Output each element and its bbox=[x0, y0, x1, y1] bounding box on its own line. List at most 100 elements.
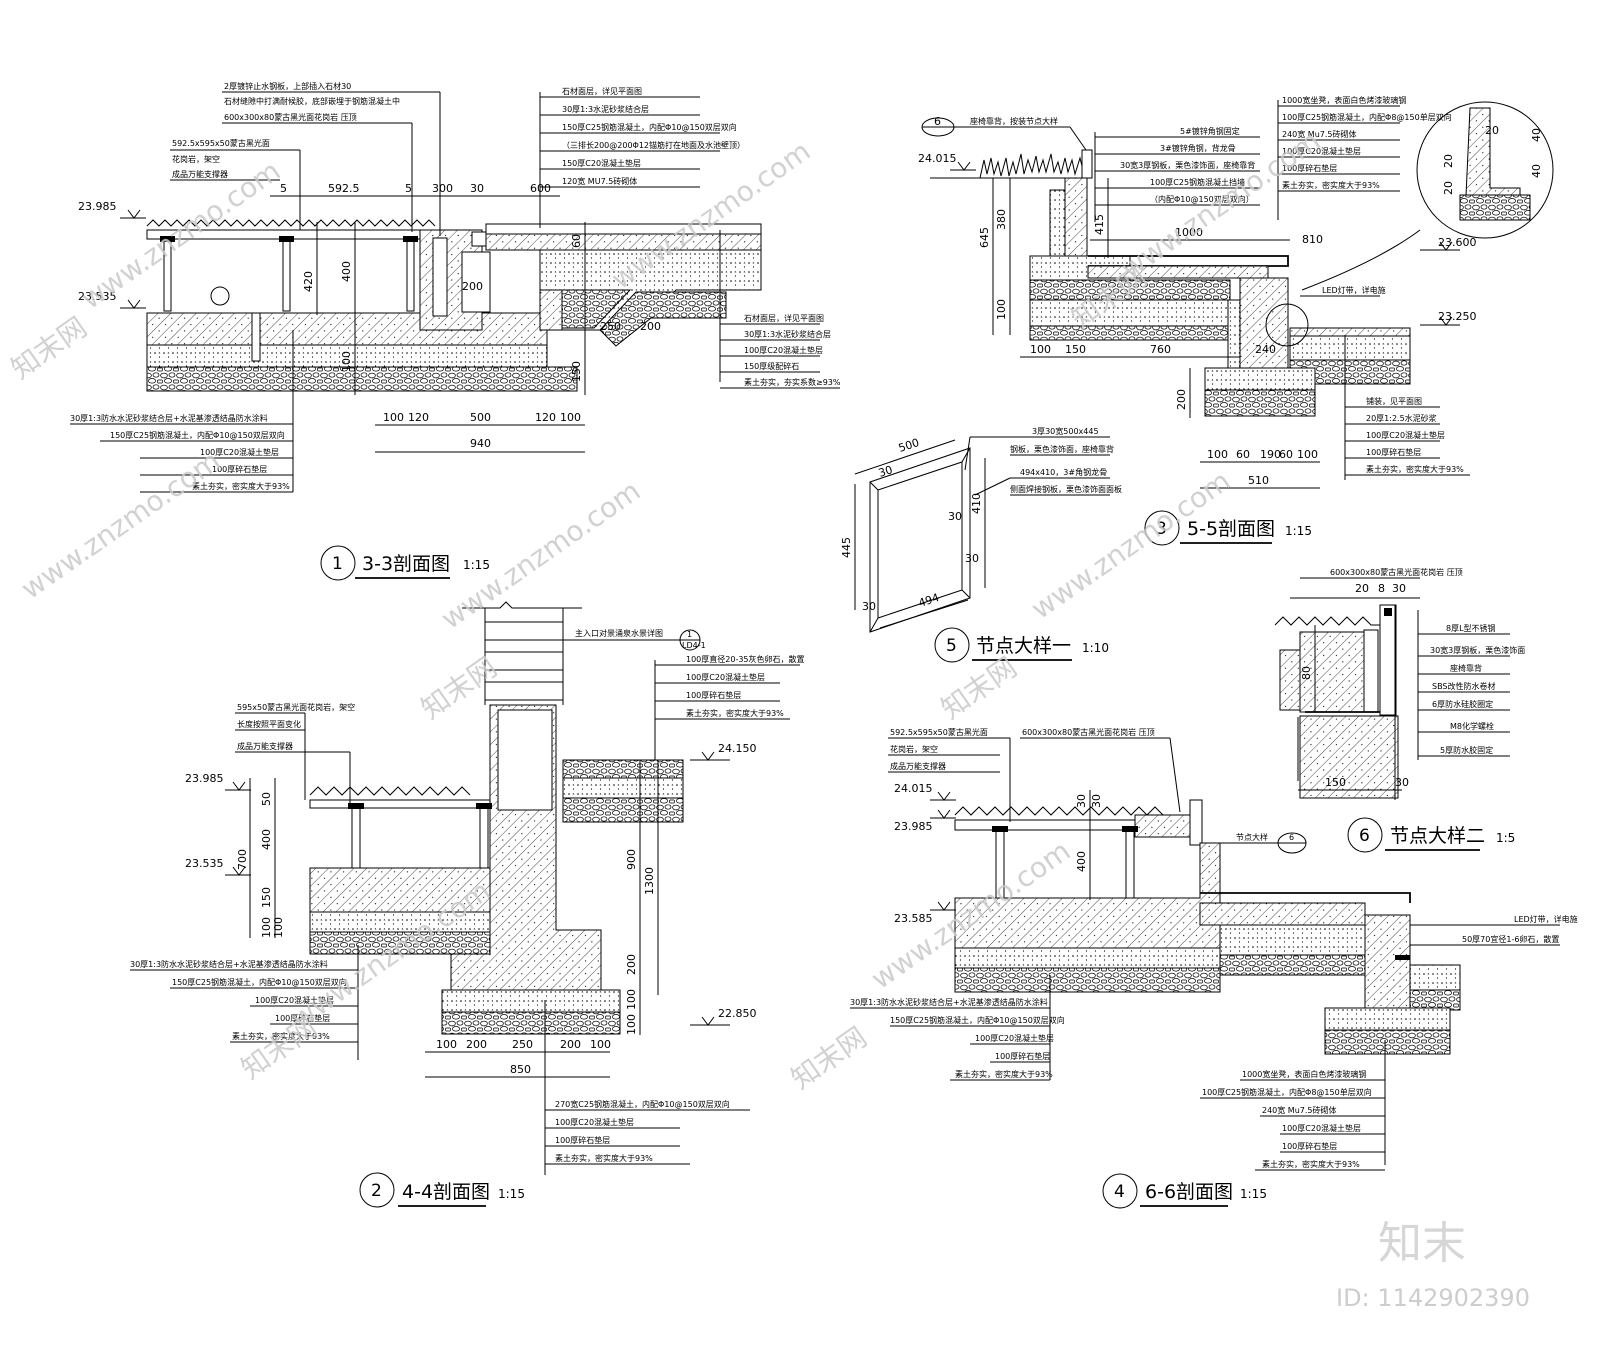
svg-text:2: 2 bbox=[371, 1181, 382, 1201]
svg-text:（内配Φ10@150双层双向）: （内配Φ10@150双层双向） bbox=[1150, 194, 1254, 204]
svg-text:250: 250 bbox=[512, 1038, 533, 1051]
svg-text:（三排长200@200Φ12锚筋打在地面及水池壁顶）: （三排长200@200Φ12锚筋打在地面及水池壁顶） bbox=[562, 140, 745, 150]
svg-text:100: 100 bbox=[625, 989, 638, 1010]
svg-text:1:15: 1:15 bbox=[498, 1187, 525, 1201]
svg-text:素土夯实，密实度大于93%: 素土夯实，密实度大于93% bbox=[1262, 1159, 1360, 1169]
svg-text:150: 150 bbox=[570, 361, 583, 382]
svg-text:5: 5 bbox=[405, 182, 412, 195]
svg-text:1:10: 1:10 bbox=[1082, 641, 1109, 655]
svg-text:240宽 Mu7.5砖砌体: 240宽 Mu7.5砖砌体 bbox=[1262, 1105, 1337, 1115]
section-title-4-4: 2 4-4剖面图 1:15 bbox=[359, 1172, 525, 1208]
svg-text:6-6剖面图: 6-6剖面图 bbox=[1145, 1181, 1233, 1203]
s66-node-ref: 节点大样 6 bbox=[1205, 832, 1307, 854]
svg-text:22.850: 22.850 bbox=[718, 1007, 757, 1020]
svg-text:600x300x80蒙古黑光面花岗岩 压顶: 600x300x80蒙古黑光面花岗岩 压顶 bbox=[1022, 727, 1155, 737]
svg-text:600x300x80蒙古黑光面花岗岩 压顶: 600x300x80蒙古黑光面花岗岩 压顶 bbox=[224, 112, 357, 122]
svg-text:6: 6 bbox=[934, 115, 941, 128]
svg-text:200: 200 bbox=[462, 280, 483, 293]
svg-text:5厚防水胶固定: 5厚防水胶固定 bbox=[1440, 745, 1493, 755]
svg-text:1: 1 bbox=[687, 630, 692, 639]
svg-text:100厚C20混凝土垫层: 100厚C20混凝土垫层 bbox=[255, 995, 334, 1005]
svg-text:300: 300 bbox=[432, 182, 453, 195]
svg-text:100: 100 bbox=[590, 1038, 611, 1051]
svg-text:200: 200 bbox=[466, 1038, 487, 1051]
svg-text:100: 100 bbox=[995, 299, 1008, 320]
svg-text:5: 5 bbox=[280, 182, 287, 195]
svg-text:20厚1:2.5水泥砂浆: 20厚1:2.5水泥砂浆 bbox=[1366, 413, 1437, 423]
watermark-brand-6: 知末网 bbox=[785, 1021, 873, 1096]
svg-text:20: 20 bbox=[1442, 181, 1455, 195]
svg-text:30: 30 bbox=[1392, 582, 1406, 595]
svg-text:100: 100 bbox=[260, 917, 273, 938]
s44-ref: 主入口对景涌泉水景详图 1 LD4-1 bbox=[563, 628, 706, 651]
watermark-brand-1: 知末网 bbox=[5, 311, 93, 386]
svg-text:30: 30 bbox=[470, 182, 484, 195]
svg-text:石材面层，详见平面图: 石材面层，详见平面图 bbox=[562, 86, 642, 96]
svg-text:200: 200 bbox=[560, 1038, 581, 1051]
elev-4-23985: 23.985 bbox=[185, 772, 251, 791]
svg-text:100: 100 bbox=[1207, 448, 1228, 461]
svg-text:100厚C20混凝土垫层: 100厚C20混凝土垫层 bbox=[200, 447, 279, 457]
svg-text:1:15: 1:15 bbox=[463, 558, 490, 572]
svg-text:长度按照平面变化: 长度按照平面变化 bbox=[237, 719, 301, 729]
svg-text:23.600: 23.600 bbox=[1438, 236, 1477, 249]
svg-text:600x300x80蒙古黑光面花岗岩 压顶: 600x300x80蒙古黑光面花岗岩 压顶 bbox=[1330, 567, 1463, 577]
svg-text:1:5: 1:5 bbox=[1496, 831, 1515, 845]
svg-text:595x50蒙古黑光面花岗岩，架空: 595x50蒙古黑光面花岗岩，架空 bbox=[237, 702, 355, 712]
svg-text:23.535: 23.535 bbox=[78, 290, 117, 303]
elev-4-24150: 24.150 bbox=[690, 742, 757, 761]
svg-text:成品万能支撑器: 成品万能支撑器 bbox=[172, 169, 228, 179]
svg-text:100厚C20混凝土垫层: 100厚C20混凝土垫层 bbox=[1282, 146, 1361, 156]
s66-notes-right: 1000宽坐凳，表面白色烤漆玻璃钢 100厚C25钢筋混凝土，内配Φ8@150单… bbox=[1200, 1069, 1385, 1171]
svg-text:5#镀锌角钢固定: 5#镀锌角钢固定 bbox=[1180, 126, 1240, 136]
svg-text:494x410，3#角钢龙骨: 494x410，3#角钢龙骨 bbox=[1020, 467, 1107, 477]
watermark-id: ID: 1142902390 bbox=[1336, 1284, 1530, 1312]
svg-text:100厚C25钢筋混凝土，内配Φ8@150单层双向: 100厚C25钢筋混凝土，内配Φ8@150单层双向 bbox=[1202, 1087, 1372, 1097]
svg-text:250: 250 bbox=[600, 320, 621, 333]
svg-text:150厚C25钢筋混凝土，内配Φ10@150双层双向: 150厚C25钢筋混凝土，内配Φ10@150双层双向 bbox=[890, 1015, 1065, 1025]
svg-text:400: 400 bbox=[1075, 851, 1088, 872]
svg-text:150厚C25钢筋混凝土，内配Φ10@150双层双向: 150厚C25钢筋混凝土，内配Φ10@150双层双向 bbox=[562, 122, 737, 132]
s66-led-note: LED灯带，详电施 50厚70宜径1-6卵石，散置 bbox=[1410, 914, 1578, 946]
svg-text:190: 190 bbox=[1260, 448, 1281, 461]
svg-text:3-3剖面图: 3-3剖面图 bbox=[362, 553, 450, 575]
svg-text:6: 6 bbox=[1359, 826, 1370, 846]
svg-text:100厚C25钢筋混凝土，内配Φ8@150单层双向: 100厚C25钢筋混凝土，内配Φ8@150单层双向 bbox=[1282, 112, 1452, 122]
svg-text:100: 100 bbox=[560, 411, 581, 424]
svg-text:素土夯实，密实度大于93%: 素土夯实，密实度大于93% bbox=[1366, 464, 1464, 474]
svg-text:240宽 Mu7.5砖砌体: 240宽 Mu7.5砖砌体 bbox=[1282, 129, 1357, 139]
svg-text:24.015: 24.015 bbox=[894, 782, 933, 795]
svg-text:60: 60 bbox=[570, 234, 583, 248]
svg-text:120: 120 bbox=[408, 411, 429, 424]
svg-text:100厚C20混凝土垫层: 100厚C20混凝土垫层 bbox=[744, 345, 823, 355]
svg-text:座椅靠背: 座椅靠背 bbox=[1450, 663, 1482, 673]
svg-text:270宽C25钢筋混凝土，内配Φ10@150双层双向: 270宽C25钢筋混凝土，内配Φ10@150双层双向 bbox=[555, 1099, 730, 1109]
svg-text:成品万能支撑器: 成品万能支撑器 bbox=[237, 741, 293, 751]
svg-text:850: 850 bbox=[510, 1063, 531, 1076]
s55-notes-top: 5#镀锌角钢固定 3#镀锌角钢，背龙骨 30宽3厚钢板，栗色漆饰面，座椅靠背 1… bbox=[1095, 126, 1260, 206]
svg-text:30宽3厚钢板，栗色漆饰面，座椅靠背: 30宽3厚钢板，栗色漆饰面，座椅靠背 bbox=[1120, 160, 1255, 170]
svg-text:50厚70宜径1-6卵石，散置: 50厚70宜径1-6卵石，散置 bbox=[1462, 934, 1559, 944]
elev-4-22850: 22.850 bbox=[690, 1007, 757, 1026]
svg-text:500: 500 bbox=[897, 436, 921, 455]
svg-text:100厚直径20-35灰色卵石，散置: 100厚直径20-35灰色卵石，散置 bbox=[686, 654, 805, 664]
s44-notes-left: 595x50蒙古黑光面花岗岩，架空 长度按照平面变化 成品万能支撑器 bbox=[235, 702, 355, 805]
svg-text:素土夯实，密实度大于93%: 素土夯实，密实度大于93% bbox=[232, 1031, 330, 1041]
svg-text:760: 760 bbox=[1150, 343, 1171, 356]
s55-notes-right-top: 1000宽坐凳，表面白色烤漆玻璃钢 100厚C25钢筋混凝土，内配Φ8@150单… bbox=[1278, 95, 1452, 192]
svg-text:LD4-1: LD4-1 bbox=[682, 641, 706, 650]
svg-text:60: 60 bbox=[1236, 448, 1250, 461]
svg-text:150: 150 bbox=[260, 887, 273, 908]
svg-text:100厚碎石垫层: 100厚碎石垫层 bbox=[1282, 163, 1337, 173]
svg-text:30: 30 bbox=[948, 510, 962, 523]
svg-text:30: 30 bbox=[1090, 794, 1103, 808]
svg-text:380: 380 bbox=[995, 209, 1008, 230]
svg-text:30: 30 bbox=[862, 600, 876, 613]
svg-text:3厚30宽500x445: 3厚30宽500x445 bbox=[1032, 426, 1099, 436]
svg-text:素土夯实，密实度大于93%: 素土夯实，密实度大于93% bbox=[686, 708, 784, 718]
svg-text:100厚碎石垫层: 100厚碎石垫层 bbox=[686, 690, 741, 700]
svg-text:3#镀锌角钢，背龙骨: 3#镀锌角钢，背龙骨 bbox=[1160, 143, 1236, 153]
svg-text:30: 30 bbox=[877, 463, 894, 480]
svg-text:花岗岩，架空: 花岗岩，架空 bbox=[890, 744, 938, 754]
